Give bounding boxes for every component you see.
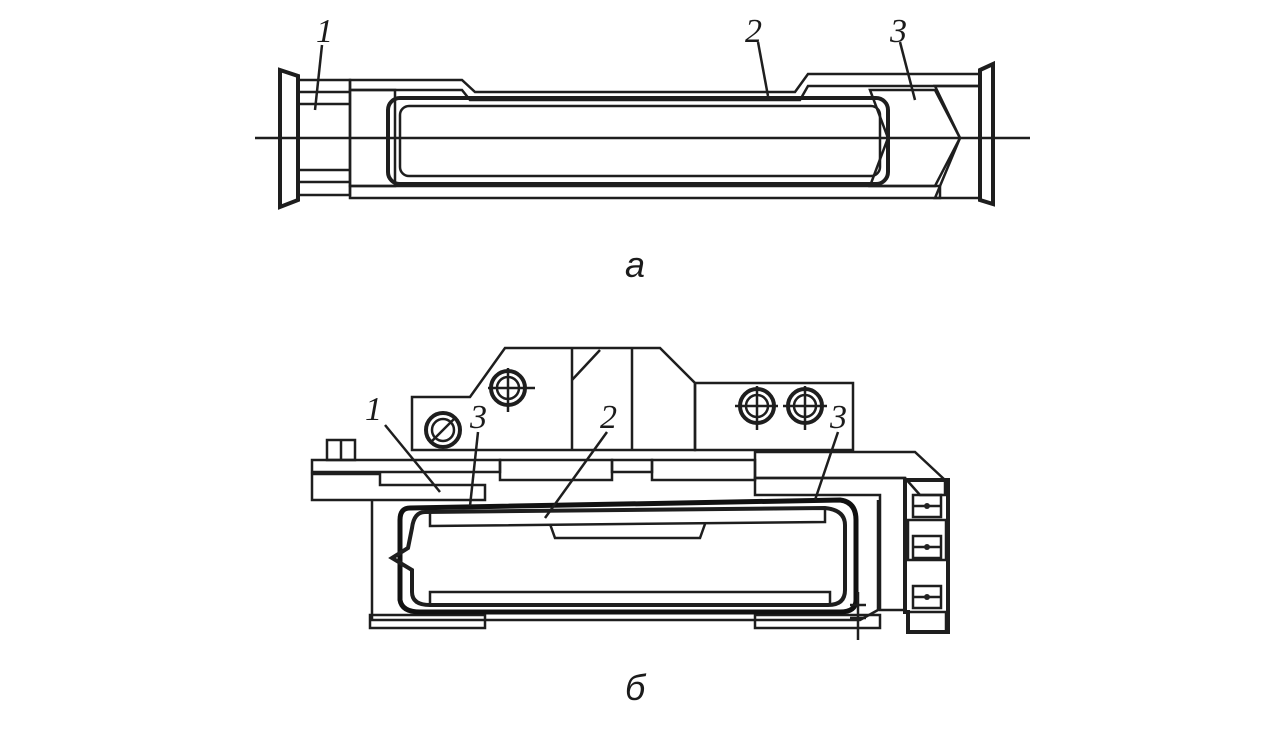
figure-b-bottom-strip-left — [368, 613, 487, 630]
figure-b-label-3-left: 3 — [469, 399, 487, 436]
figure-b-top-plate-gap-2 — [650, 458, 757, 482]
figure-a-right-flange — [978, 60, 995, 207]
figure-a-left-flange — [278, 67, 300, 210]
figure-b-bracket-hatch-1 — [906, 518, 948, 562]
figure-b-bolt-4 — [783, 386, 827, 430]
figure-b-bearing-1 — [911, 493, 943, 519]
figure-b-leader-3-right — [813, 431, 840, 501]
figure-a-sand-right — [868, 88, 962, 188]
figure-b-bolt-1 — [424, 411, 462, 449]
figure-b-leader-2 — [543, 431, 609, 519]
figure-b-outer-liner — [397, 497, 859, 615]
figure-b-label-2: 2 — [600, 399, 617, 436]
figure-b-clamp-block-right — [693, 381, 855, 452]
figure-b-bolt-3 — [735, 386, 778, 430]
figure-b-top-plate-mid — [610, 458, 654, 474]
figure-b-clamp-diagonal — [571, 349, 601, 381]
figure-a-leader-3 — [898, 41, 917, 101]
figure-a-left-cap-lines — [300, 90, 350, 184]
figure-b-container-bottom-hatch — [428, 590, 832, 607]
figure-b-container-top-hatch — [428, 506, 827, 528]
figure-b-top-plate-right — [753, 450, 947, 497]
figure-b-clamp-block-left — [410, 346, 697, 452]
figure-a-leader-2 — [756, 41, 770, 97]
figure-b-bracket-hatch-2 — [906, 610, 948, 634]
figure-a-bottom-wall — [348, 184, 942, 200]
figure-a-leader-1 — [313, 44, 324, 111]
figure-b-bearing-3 — [911, 584, 943, 610]
figure-a-right-cap — [933, 84, 982, 200]
figure-a-container-inner — [398, 104, 882, 178]
figure-b-top-plate-gap-1 — [498, 458, 614, 482]
figure-a-label-1: 1 — [316, 13, 333, 50]
figure-a: 1 2 3 а — [255, 13, 1030, 285]
figure-b-label-3-right: 3 — [829, 399, 847, 436]
figure-a-sand-left — [348, 88, 397, 188]
figure-a-container — [386, 96, 890, 186]
figure-b-leader-1 — [384, 424, 441, 493]
figure-b-bottom-strip-right — [753, 613, 882, 630]
figure-b-bolt-2 — [488, 368, 535, 412]
figure-b-leader-3-left — [468, 431, 480, 507]
figure-b-caption: б — [625, 667, 647, 708]
figure-b-bearing-2 — [911, 534, 943, 560]
figure-b-label-1: 1 — [365, 391, 382, 428]
figure-b-top-plate — [310, 458, 502, 474]
figure-b-pin — [850, 592, 866, 640]
figure-b: 1 3 2 3 б — [310, 346, 950, 708]
figure-b-left-lower-plate — [310, 472, 487, 502]
figure-a-caption: а — [625, 244, 645, 285]
figure-a-label-3: 3 — [889, 13, 907, 50]
figure-a-label-2: 2 — [745, 13, 762, 50]
figure-b-housing — [370, 500, 880, 622]
figure-b-container-inner-line — [548, 523, 707, 540]
